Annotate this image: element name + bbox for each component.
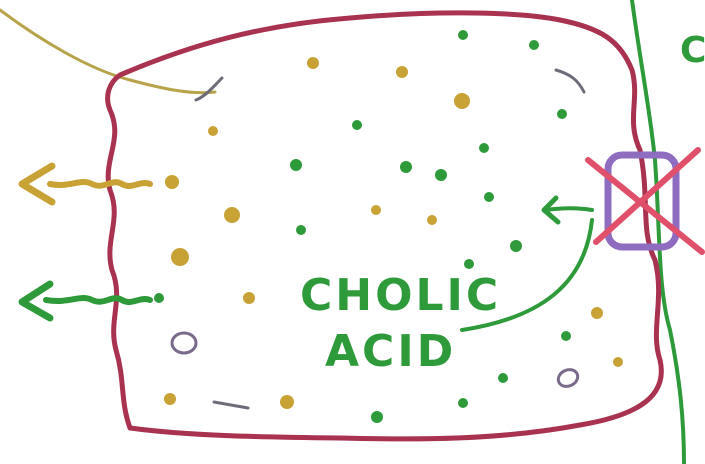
vesicle-right [556, 367, 581, 390]
sketch-mark-lower [214, 402, 248, 408]
cholic-acid-label-line2: ACID [325, 326, 456, 377]
yellow-efflux-arrow [22, 166, 150, 202]
cholic-acid-label-line1: CHOLIC [300, 270, 501, 321]
vesicle-left [172, 333, 196, 353]
green-efflux-arrow [22, 284, 150, 318]
olive-sketch-tail [196, 78, 222, 100]
sketch-mark-upper [556, 70, 584, 92]
edge-text-fragment: C [680, 30, 705, 71]
